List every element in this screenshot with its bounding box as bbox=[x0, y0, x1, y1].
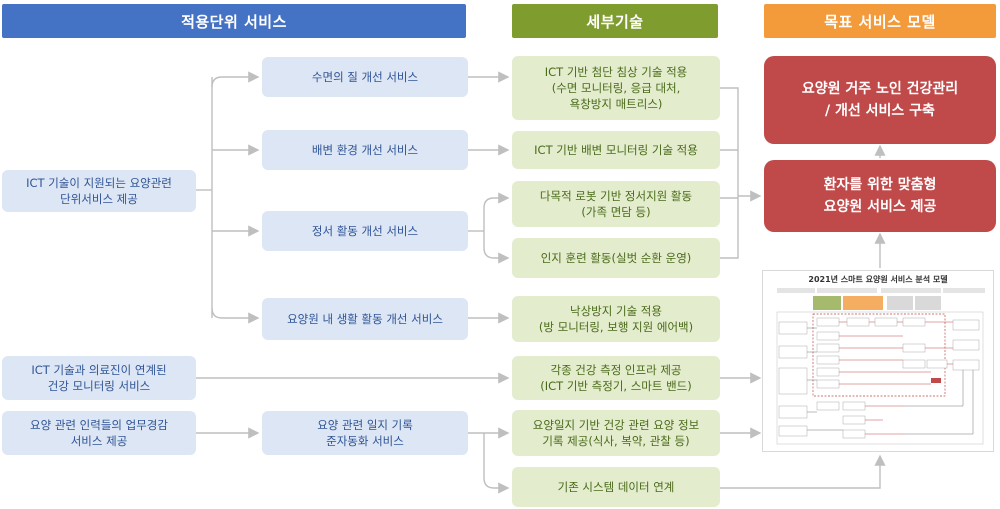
goal-custom-service: 환자를 위한 맞춤형 요양원 서비스 제공 bbox=[764, 160, 996, 232]
tech-care-journal: 요양일지 기반 건강 관련 요양 정보 기록 제공(식사, 복약, 관찰 등) bbox=[512, 410, 720, 456]
tech-health-measurement: 각종 건강 측정 인프라 제공 (ICT 기반 측정기, 스마트 밴드) bbox=[512, 356, 720, 400]
header-detailed-tech: 세부기술 bbox=[512, 4, 718, 38]
service-ict-unit: ICT 기술이 지원되는 요양관련 단위서비스 제공 bbox=[2, 170, 196, 212]
analysis-model-thumbnail: 2021년 스마트 요양원 서비스 분석 모델 bbox=[762, 270, 994, 452]
tech-robot-support: 다목적 로봇 기반 정서지원 활동 (가족 면담 등) bbox=[512, 181, 720, 227]
link-record-t8 bbox=[483, 433, 510, 494]
goal-health-management: 요양원 거주 노인 건강관리 / 개선 서비스 구축 bbox=[764, 56, 996, 144]
service-record: 요양 관련 일지 기록 준자동화 서비스 bbox=[262, 411, 468, 455]
thumbnail-title: 2021년 스마트 요양원 서비스 분석 모델 bbox=[808, 275, 948, 284]
link-emotion-t4 bbox=[483, 247, 510, 264]
service-daily-activity: 요양원 내 생활 활동 개선 서비스 bbox=[262, 298, 468, 340]
link-unit-daily bbox=[211, 307, 260, 324]
tech-smart-bed: ICT 기반 첨단 침상 기술 적용 (수면 모니터링, 응급 대처, 욕창방지… bbox=[512, 56, 720, 120]
service-sleep: 수면의 질 개선 서비스 bbox=[262, 57, 468, 97]
link-t8-thumb bbox=[720, 454, 886, 489]
link-t4-merge bbox=[720, 196, 739, 259]
link-unit-sleep bbox=[211, 71, 260, 88]
link-emotion-t3 bbox=[483, 192, 510, 209]
tech-cognitive-training: 인지 훈련 활동(실벗 순환 운영) bbox=[512, 238, 720, 278]
service-staff-relief: 요양 관련 인력들의 업무경감 서비스 제공 bbox=[2, 411, 196, 455]
service-emotion: 정서 활동 개선 서비스 bbox=[262, 211, 468, 251]
service-ict-medical: ICT 기술과 의료진이 연계된 건강 모니터링 서비스 bbox=[2, 356, 196, 400]
service-excretion: 배변 환경 개선 서비스 bbox=[262, 130, 468, 170]
tech-fall-prevention: 낙상방지 기술 적용 (방 모니터링, 보행 지원 에어백) bbox=[512, 296, 720, 342]
tech-excretion-monitor: ICT 기반 배변 모니터링 기술 적용 bbox=[512, 131, 720, 169]
thumbnail-diagram-graphic bbox=[776, 288, 985, 445]
link-t1-merge bbox=[720, 87, 739, 196]
header-applied-services: 적용단위 서비스 bbox=[2, 4, 466, 38]
header-target-model: 목표 서비스 모델 bbox=[764, 4, 996, 38]
tech-system-integration: 기존 시스템 데이터 연계 bbox=[512, 467, 720, 507]
